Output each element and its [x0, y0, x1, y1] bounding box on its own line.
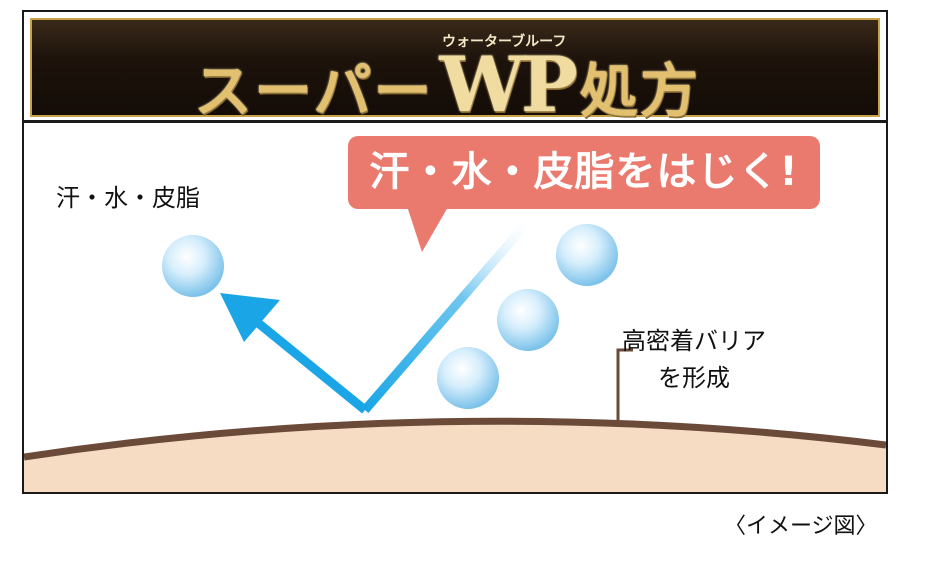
skin-surface [24, 421, 886, 492]
title-wp: WP [439, 40, 577, 129]
speech-bubble-text: 汗・水・皮脂をはじく! [369, 149, 799, 195]
title-main: スーパー [194, 57, 434, 125]
droplet [437, 347, 499, 409]
bubble-tail [405, 200, 452, 252]
droplet [162, 235, 224, 297]
title-banner-inner [30, 18, 880, 117]
image-caption: 〈イメージ図〉 [724, 514, 878, 539]
title-suffix: 処方 [579, 57, 700, 125]
barrier-line [24, 417, 886, 461]
banner-divider [24, 120, 886, 123]
speech-bubble [348, 136, 820, 209]
droplet [556, 224, 618, 286]
right-label: 高密着バリア を形成 [622, 323, 766, 397]
left-label: 汗・水・皮脂 [56, 184, 200, 212]
right-label-line2: を形成 [658, 364, 730, 392]
bounce-arrow-shaft [249, 314, 368, 414]
right-label-line1: 高密着バリア [622, 327, 766, 355]
droplet [497, 289, 559, 351]
rising-ray [361, 220, 531, 413]
barrier-leader-line [616, 348, 633, 427]
title-ruby: ウォーターブルーフ [442, 34, 567, 50]
bounce-arrow-head [220, 293, 280, 342]
